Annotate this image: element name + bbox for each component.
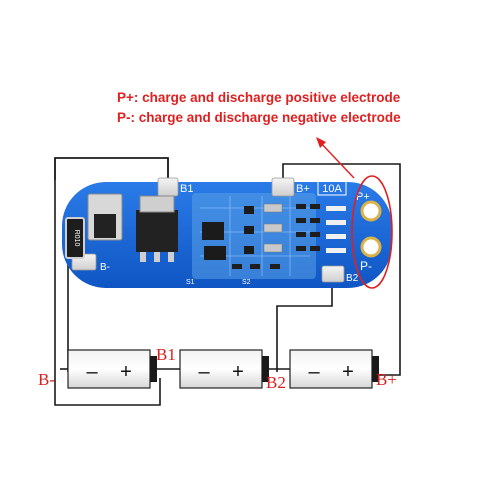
cell-2-plus: + bbox=[232, 361, 244, 383]
mosfet-2-body bbox=[136, 210, 178, 252]
annotation-p-plus: P+: charge and discharge positive electr… bbox=[117, 90, 401, 105]
pad-b1 bbox=[157, 177, 179, 197]
ic-1 bbox=[202, 222, 224, 240]
mosfet-1-body bbox=[94, 214, 116, 238]
pcb-label-rating: 10A bbox=[322, 183, 342, 195]
wire-label-bplus: B+ bbox=[376, 370, 397, 389]
rating-box bbox=[317, 180, 347, 196]
pad-bplus bbox=[271, 177, 295, 197]
pcb-label-p-plus: P+ bbox=[356, 191, 370, 203]
pcb-label-b1: B1 bbox=[180, 183, 193, 195]
mosfet-2-tab bbox=[139, 195, 175, 213]
sense-resistor bbox=[65, 217, 85, 259]
pcb-label-s2: S2 bbox=[242, 279, 251, 286]
annotation-arrow-head bbox=[316, 137, 326, 148]
wire-bminus-loop bbox=[54, 157, 169, 406]
pad-b2 bbox=[321, 265, 345, 283]
cell-1-plus: + bbox=[120, 361, 132, 383]
pcb-label-b2: B2 bbox=[346, 273, 359, 284]
smd-array bbox=[232, 203, 346, 269]
pcb-label-bminus: B- bbox=[100, 262, 110, 273]
wire-b2 bbox=[276, 276, 333, 372]
cell-2-minus: – bbox=[198, 361, 210, 383]
wire-label-bminus: B- bbox=[38, 370, 55, 389]
hole-p-plus bbox=[360, 200, 382, 222]
p-terminals-highlight bbox=[351, 175, 393, 289]
bms-pcb: R010 B1 B+ bbox=[62, 177, 392, 288]
pcb-label-p-minus: P- bbox=[360, 259, 372, 273]
pcb-label-s1: S1 bbox=[186, 279, 195, 286]
cell-3-minus: – bbox=[308, 361, 320, 383]
ic-2 bbox=[204, 246, 226, 260]
battery-cell-1: – + bbox=[67, 349, 157, 389]
annotation-arrow-line bbox=[317, 139, 355, 179]
annotation-p-minus: P-: charge and discharge negative electr… bbox=[117, 110, 401, 125]
wire-label-b1: B1 bbox=[156, 345, 176, 364]
pcb-label-bplus: B+ bbox=[296, 183, 310, 195]
hole-p-minus bbox=[360, 236, 382, 258]
battery-cell-3: – + bbox=[289, 349, 379, 389]
cell-1-minus: – bbox=[86, 361, 98, 383]
resistor-code: R010 bbox=[73, 230, 80, 247]
wire-bplus bbox=[282, 163, 401, 376]
cell-3-plus: + bbox=[342, 361, 354, 383]
battery-cell-2: – + bbox=[179, 349, 269, 389]
wire-label-b2: B2 bbox=[266, 373, 286, 392]
